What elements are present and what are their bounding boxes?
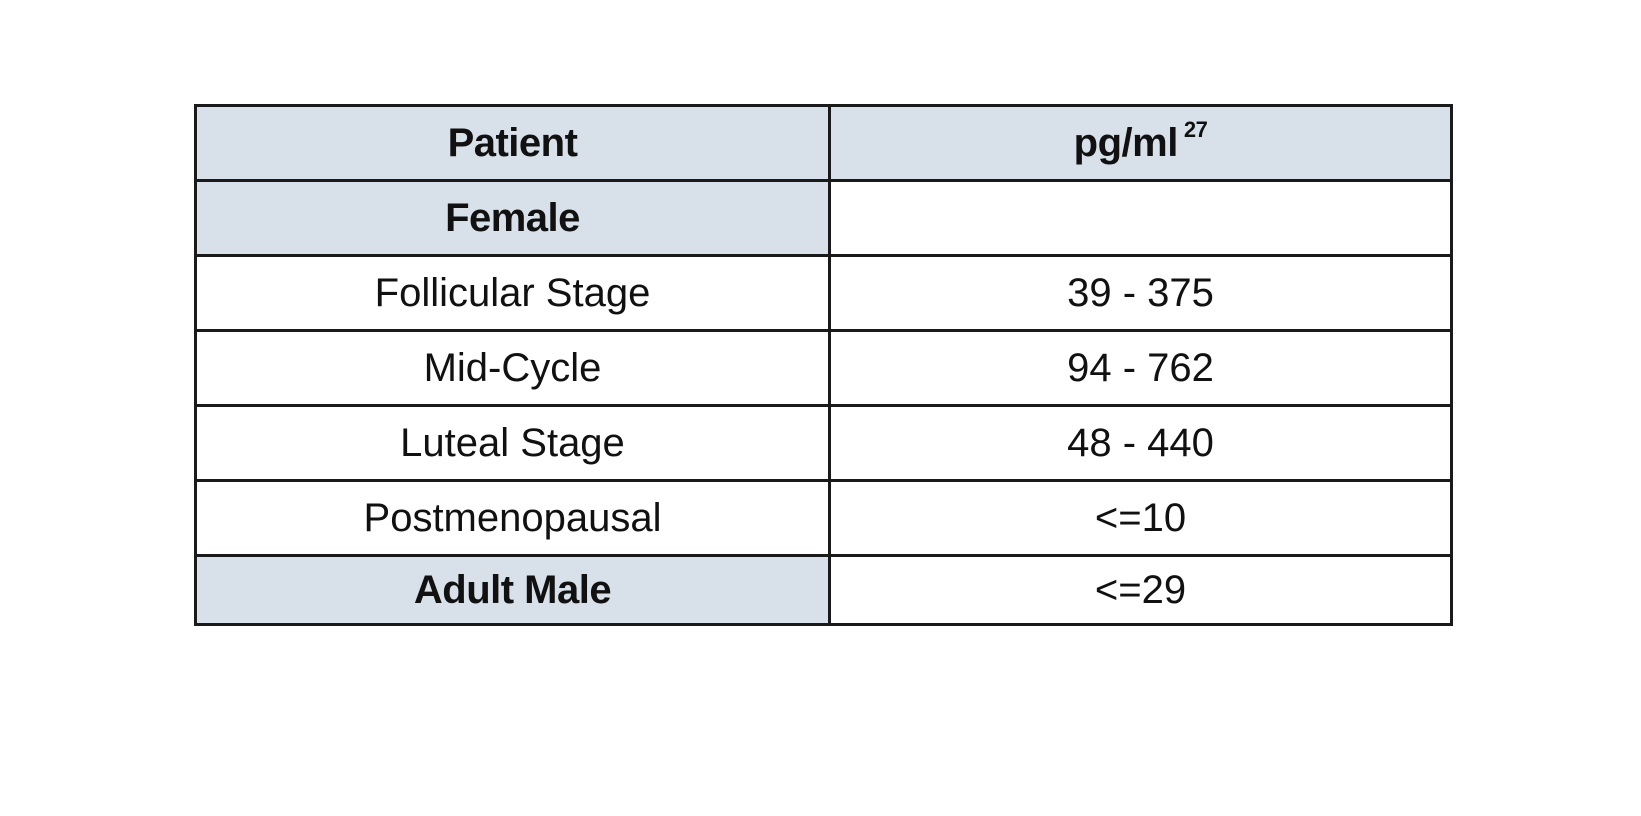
male-label-cell: Adult Male [194, 554, 831, 626]
section-female-label-cell: Female [194, 179, 831, 257]
patient-label: Postmenopausal [363, 496, 662, 540]
table-row: Postmenopausal <=10 [194, 479, 1453, 557]
patient-label: Follicular Stage [374, 271, 651, 315]
patient-label: Luteal Stage [400, 421, 625, 465]
table-row: Follicular Stage 39 - 375 [194, 254, 1453, 332]
patient-cell: Postmenopausal [194, 479, 831, 557]
header-unit-reference: 27 [1183, 117, 1208, 142]
section-row-female: Female [194, 179, 1453, 257]
patient-cell: Luteal Stage [194, 404, 831, 482]
range-value: <=10 [1094, 496, 1187, 540]
range-value: 39 - 375 [1067, 271, 1214, 315]
patient-cell: Mid-Cycle [194, 329, 831, 407]
header-patient-label: Patient [447, 121, 578, 165]
patient-cell: Follicular Stage [194, 254, 831, 332]
header-patient-cell: Patient [194, 104, 831, 182]
table-row-adult-male: Adult Male <=29 [194, 554, 1453, 626]
range-value: 94 - 762 [1067, 346, 1214, 390]
range-value: 48 - 440 [1067, 421, 1214, 465]
male-range-value: <=29 [1094, 568, 1187, 612]
section-female-label: Female [445, 196, 580, 240]
patient-label: Mid-Cycle [423, 346, 602, 390]
value-cell: 48 - 440 [828, 404, 1453, 482]
table-row: Luteal Stage 48 - 440 [194, 404, 1453, 482]
value-cell: <=10 [828, 479, 1453, 557]
male-value-cell: <=29 [828, 554, 1453, 626]
male-label: Adult Male [413, 568, 612, 612]
header-unit-label: pg/ml [1073, 121, 1179, 165]
value-cell: 39 - 375 [828, 254, 1453, 332]
table-row: Mid-Cycle 94 - 762 [194, 329, 1453, 407]
value-cell: 94 - 762 [828, 329, 1453, 407]
section-female-value-cell [828, 179, 1453, 257]
